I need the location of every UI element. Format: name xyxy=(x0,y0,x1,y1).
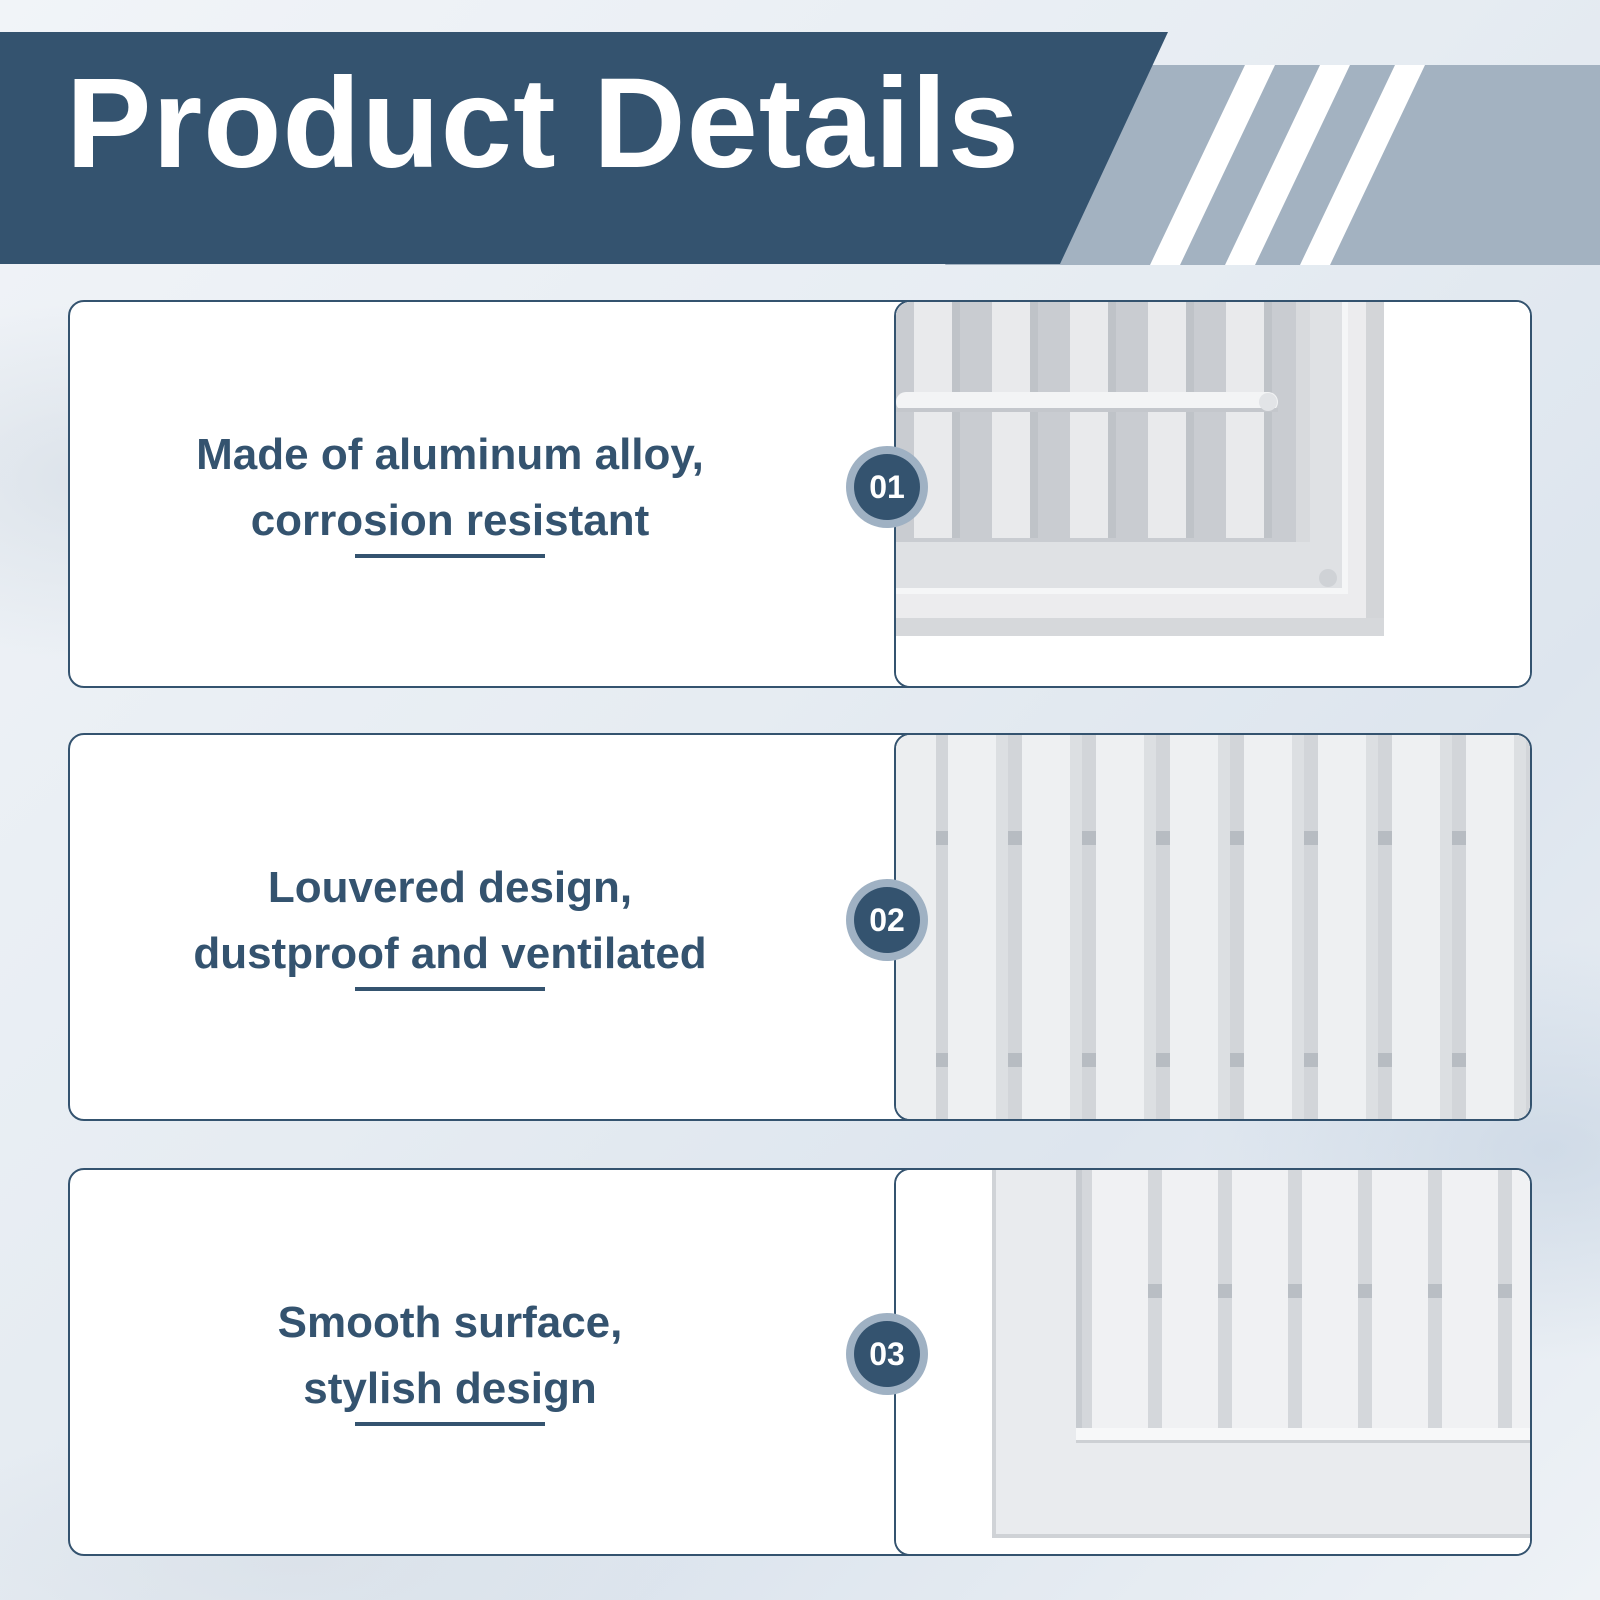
feature-underline xyxy=(355,1422,545,1426)
feature-image-vent-frame-corner xyxy=(894,1170,1530,1554)
vent-louvers-illustration xyxy=(896,735,1530,1119)
feature-description: Made of aluminum alloy, corrosion resist… xyxy=(196,422,704,554)
feature-image-vent-grille-corner xyxy=(894,302,1530,686)
feature-line-1: Made of aluminum alloy, xyxy=(196,430,704,479)
step-number: 01 xyxy=(854,454,920,520)
feature-description: Smooth surface, stylish design xyxy=(278,1290,623,1422)
feature-image-vent-louvers xyxy=(894,735,1530,1119)
step-badge-01: 01 xyxy=(846,446,928,528)
feature-line-1: Smooth surface, xyxy=(277,1298,623,1347)
feature-line-1: Louvered design, xyxy=(267,863,633,912)
feature-underline xyxy=(355,554,545,558)
feature-card-02: Louvered design, dustproof and ventilate… xyxy=(68,733,1532,1121)
page-title: Product Details xyxy=(66,52,1020,195)
vent-frame-corner-illustration xyxy=(896,1170,1530,1554)
feature-text-block: Smooth surface, stylish design xyxy=(70,1170,830,1554)
feature-line-2: corrosion resistant xyxy=(250,496,650,545)
feature-card-03: Smooth surface, stylish design xyxy=(68,1168,1532,1556)
feature-text-block: Louvered design, dustproof and ventilate… xyxy=(70,735,830,1119)
step-badge-03: 03 xyxy=(846,1313,928,1395)
banner-stripes-decoration xyxy=(1150,65,1425,265)
feature-card-01: Made of aluminum alloy, corrosion resist… xyxy=(68,300,1532,688)
feature-description: Louvered design, dustproof and ventilate… xyxy=(193,855,706,987)
feature-line-2: dustproof and ventilated xyxy=(193,929,707,978)
vent-grille-corner-illustration xyxy=(896,302,1530,686)
step-number: 02 xyxy=(854,887,920,953)
feature-text-block: Made of aluminum alloy, corrosion resist… xyxy=(70,302,830,686)
step-number: 03 xyxy=(854,1321,920,1387)
banner xyxy=(0,32,1168,264)
feature-line-2: stylish design xyxy=(303,1364,597,1413)
step-badge-02: 02 xyxy=(846,879,928,961)
feature-underline xyxy=(355,987,545,991)
